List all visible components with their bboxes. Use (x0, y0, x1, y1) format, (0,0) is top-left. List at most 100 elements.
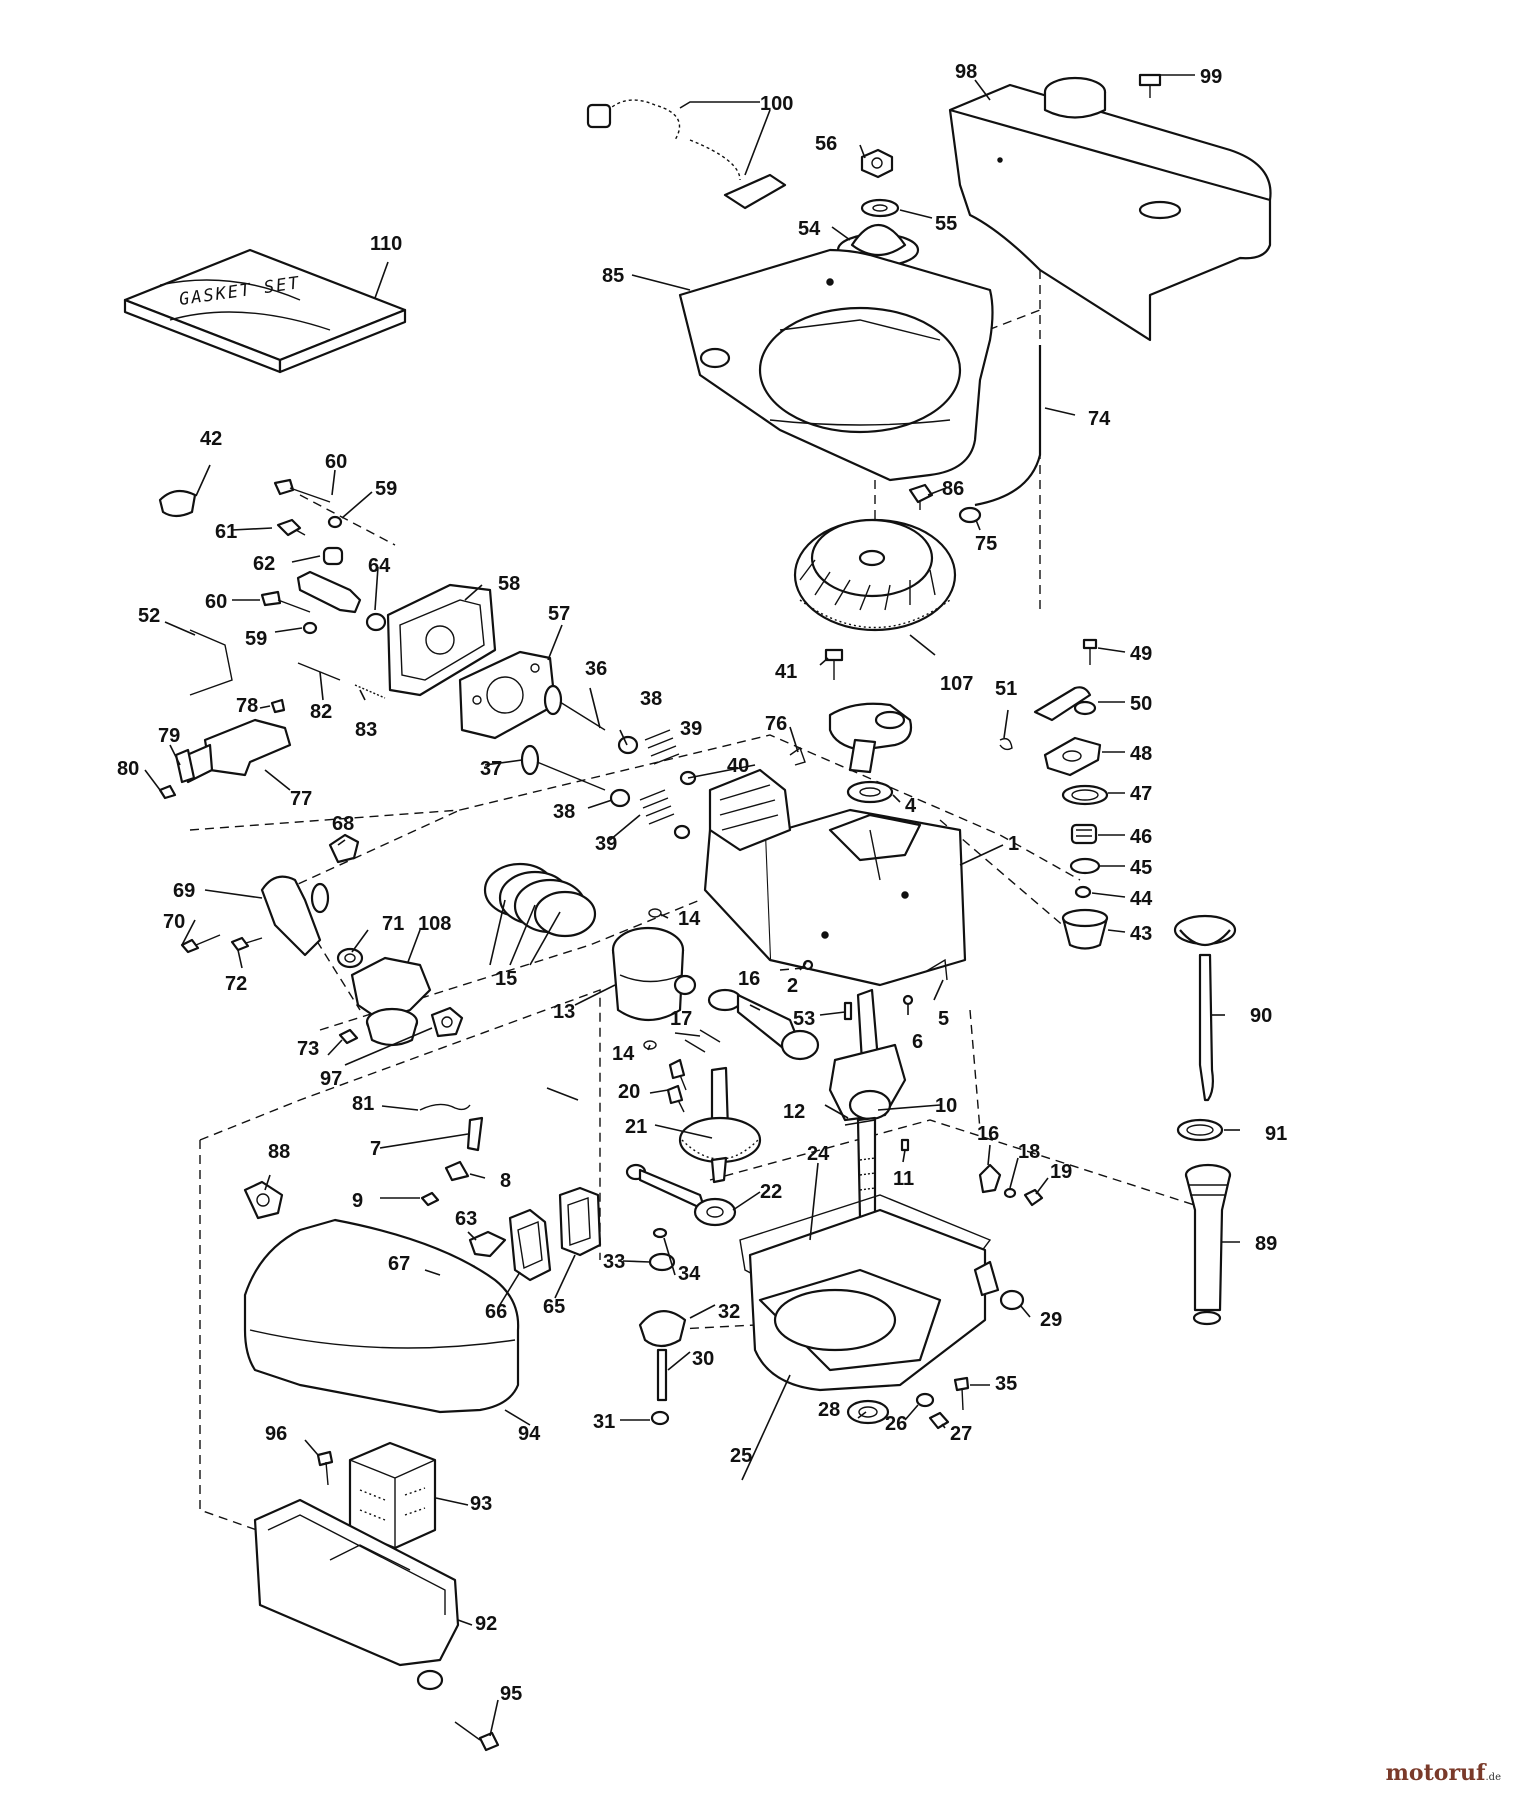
label-11: 11 (893, 1168, 914, 1190)
label-93: 93 (470, 1493, 492, 1515)
label-30: 30 (692, 1348, 714, 1370)
label-57: 57 (548, 603, 570, 625)
part-99-screw (1138, 73, 1162, 98)
label-48: 48 (1130, 743, 1152, 765)
part-38-retainer-upper (617, 735, 639, 755)
label-6: 6 (912, 1031, 923, 1053)
label-91: 91 (1265, 1123, 1287, 1145)
label-50: 50 (1130, 693, 1152, 715)
label-19: 19 (1050, 1161, 1072, 1183)
label-28: 28 (818, 1399, 840, 1421)
label-79: 79 (158, 725, 180, 747)
label-22: 22 (760, 1181, 782, 1203)
part-108-carburetor (350, 956, 432, 1047)
label-96: 96 (265, 1423, 287, 1445)
part-98-fuel-tank (948, 76, 1272, 342)
part-44-valve (1074, 885, 1092, 899)
part-27-plug (928, 1411, 950, 1430)
label-39b: 39 (595, 833, 617, 855)
part-32-oil-slinger (638, 1310, 687, 1348)
part-21-camshaft (678, 1066, 762, 1184)
part-94-air-cleaner-cover (243, 1218, 520, 1414)
part-63-bracket (468, 1230, 507, 1258)
part-47-gasket (1061, 784, 1109, 806)
label-27: 27 (950, 1423, 972, 1445)
label-92: 92 (475, 1613, 497, 1635)
part-69-intake-pipe (260, 875, 330, 957)
part-51-clip (999, 737, 1013, 751)
part-59-washer-upper (327, 515, 343, 529)
part-82-link (297, 662, 341, 681)
label-16b: 16 (977, 1123, 999, 1145)
label-68: 68 (332, 813, 354, 835)
part-78-screw (270, 698, 286, 714)
label-74: 74 (1088, 408, 1111, 430)
watermark-tld: .de (1485, 1772, 1502, 1783)
label-9: 9 (352, 1190, 363, 1212)
part-39-spring-lower (639, 789, 675, 825)
label-64: 64 (368, 555, 391, 577)
label-63: 63 (455, 1208, 477, 1230)
label-100: 100 (760, 93, 793, 115)
part-10-crankshaft (828, 988, 907, 1220)
part-76-clip (789, 746, 806, 766)
part-31-nut (650, 1410, 670, 1426)
label-7: 7 (370, 1138, 381, 1160)
part-91-seal (1176, 1118, 1224, 1142)
label-108: 108 (418, 913, 451, 935)
label-16a: 16 (738, 968, 760, 990)
part-16-connecting-rod (707, 988, 820, 1061)
part-72-screw (230, 936, 263, 952)
label-83: 83 (355, 719, 377, 741)
label-88: 88 (268, 1141, 290, 1163)
label-14a: 14 (678, 908, 701, 930)
part-71-gasket (336, 947, 364, 969)
watermark-brand: motoruf (1385, 1760, 1486, 1786)
part-36-valve-exhaust (543, 684, 606, 731)
part-55-washer (860, 198, 900, 218)
label-39a: 39 (680, 718, 702, 740)
part-38-retainer-lower (609, 788, 631, 808)
label-90: 90 (1250, 1005, 1272, 1027)
label-14b: 14 (612, 1043, 635, 1065)
label-95: 95 (500, 1683, 522, 1705)
label-51: 51 (995, 678, 1017, 700)
part-90-dipstick (1173, 914, 1237, 1102)
label-78: 78 (236, 695, 258, 717)
label-33: 33 (603, 1251, 625, 1273)
label-25: 25 (730, 1445, 752, 1467)
part-7-lever (466, 1116, 484, 1152)
part-70-screw (180, 934, 221, 954)
label-18: 18 (1018, 1141, 1040, 1163)
part-58-cylinder-head (386, 583, 497, 697)
part-48-cover (1043, 736, 1102, 777)
part-12-gear (844, 1119, 876, 1126)
part-61-bolt (276, 518, 306, 537)
part-14-piston-pin-clip-upper (648, 908, 662, 918)
label-61: 61 (215, 521, 237, 543)
label-89: 89 (1255, 1233, 1277, 1255)
label-80: 80 (117, 758, 139, 780)
label-110: 110 (370, 233, 402, 255)
label-17: 17 (670, 1008, 692, 1030)
label-29: 29 (1040, 1309, 1062, 1331)
part-60-bolt-lower (260, 590, 311, 613)
label-44: 44 (1130, 888, 1153, 910)
label-41: 41 (775, 661, 797, 683)
label-54: 54 (798, 218, 821, 240)
part-45-seal (1069, 857, 1101, 875)
label-47: 47 (1130, 783, 1152, 805)
part-49-screw (1082, 638, 1098, 665)
part-85-blower-housing (678, 248, 994, 482)
part-59-washer-lower (302, 621, 318, 635)
part-68-gasket (328, 833, 360, 864)
part-97-gasket (430, 1006, 464, 1038)
label-77: 77 (290, 788, 312, 810)
label-85: 85 (602, 265, 624, 287)
leader-lines (144, 74, 1240, 1737)
part-110-gasket-set: GASKET SET (123, 248, 407, 374)
part-34-washer (652, 1227, 668, 1239)
label-97: 97 (320, 1068, 342, 1090)
label-42: 42 (200, 428, 222, 450)
part-40-valve-keeper (673, 770, 697, 840)
